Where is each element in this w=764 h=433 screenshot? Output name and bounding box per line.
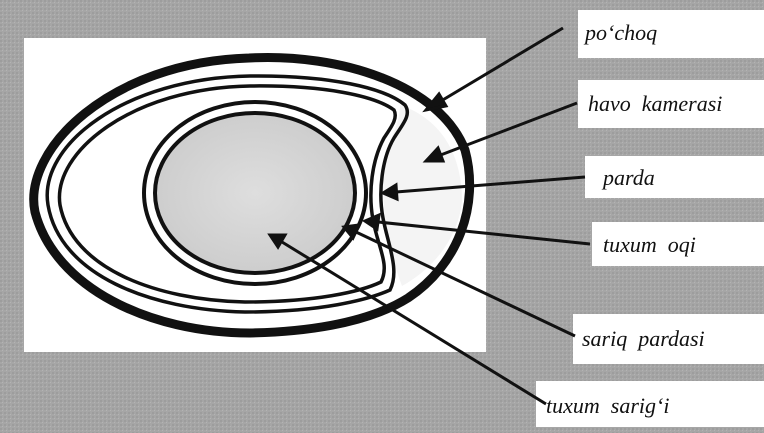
label-shell: po‘choq: [583, 20, 657, 45]
label-air-cell: havo kamerasi: [588, 91, 722, 116]
label-egg-white: tuxum oqi: [603, 232, 696, 257]
yolk: [155, 113, 355, 273]
label-membrane: parda: [601, 165, 655, 190]
label-yolk: tuxum sarig‘i: [546, 393, 669, 418]
label-yolk-membrane: sariq pardasi: [582, 326, 705, 351]
